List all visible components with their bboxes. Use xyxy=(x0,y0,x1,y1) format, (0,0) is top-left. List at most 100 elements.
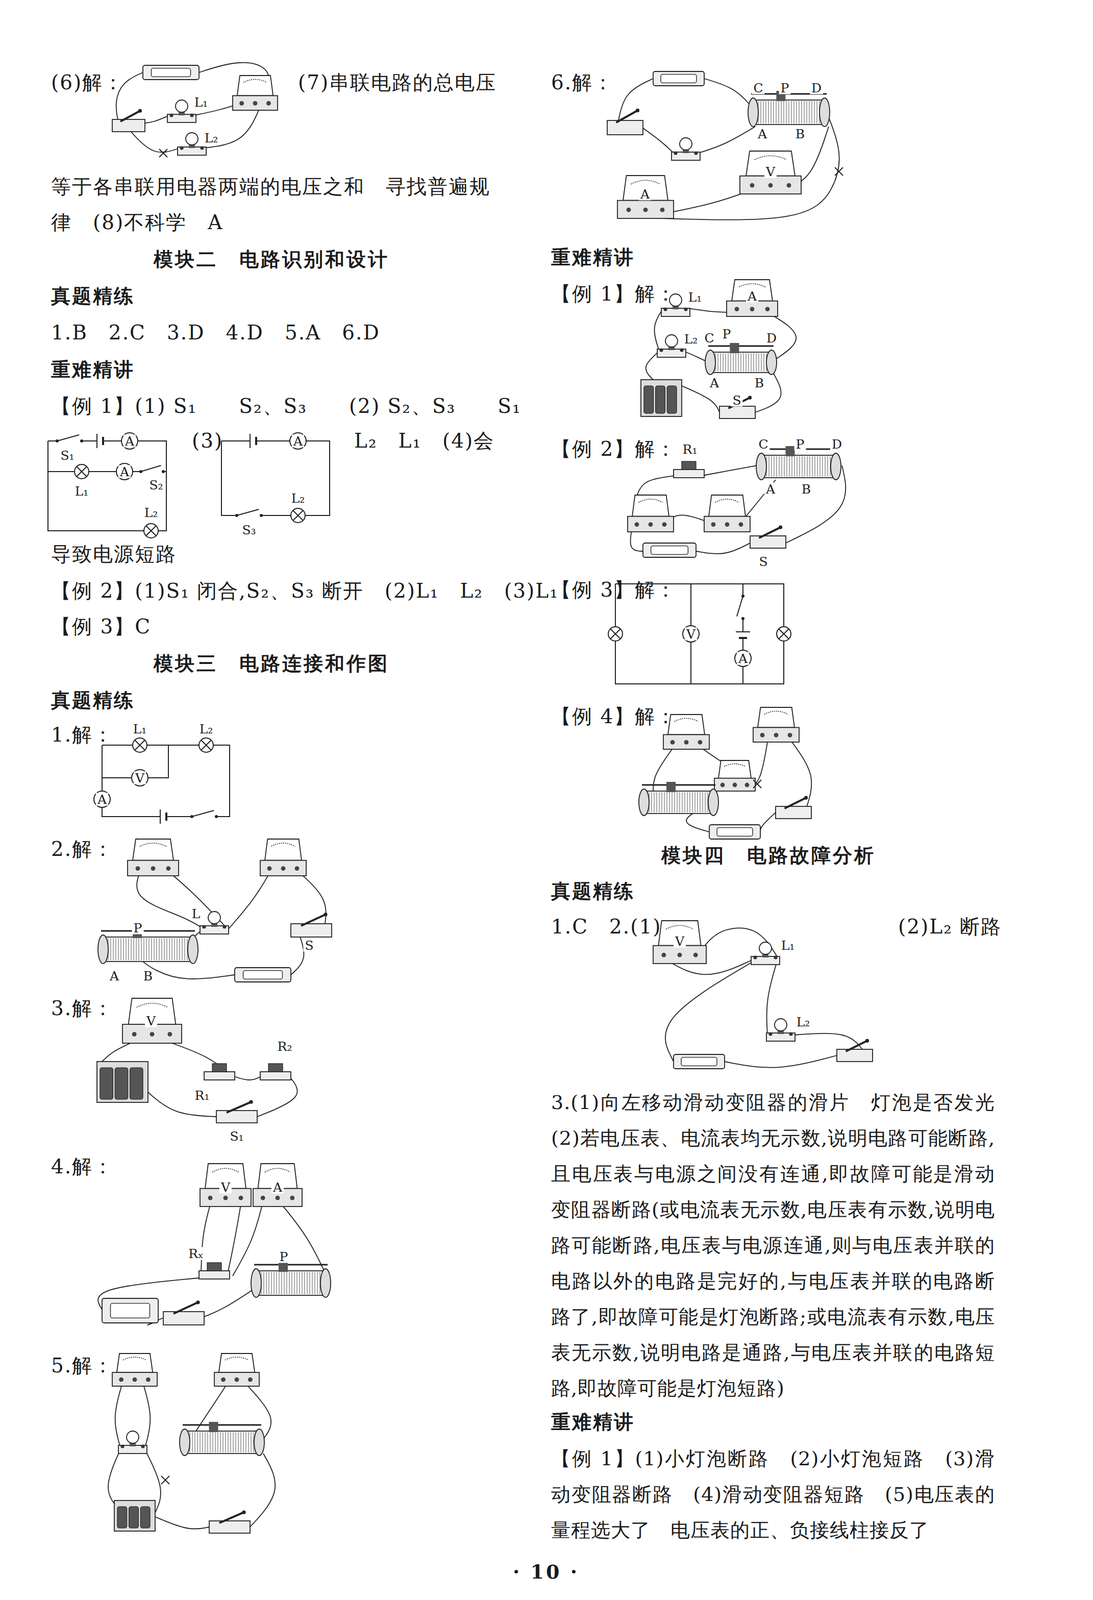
rheostat-symbol xyxy=(638,781,719,816)
meter-symbol xyxy=(232,75,278,111)
section-heading: 模块二 电路识别和设计 xyxy=(153,247,390,271)
wire xyxy=(232,1075,263,1080)
answer-text: 【例 1】(1) S₁ S₂、S₃ (2) S₂、S₃ S₁ xyxy=(51,394,522,418)
switch-symbol xyxy=(216,1100,258,1123)
resistor-symbol xyxy=(204,1063,235,1080)
component-label: V xyxy=(133,771,146,785)
component-label: L₂ xyxy=(289,491,307,505)
component-label: A xyxy=(95,792,109,806)
component-label: L₁ xyxy=(192,95,210,109)
answer-text: 1.B 2.C 3.D 4.D 5.A 6.D xyxy=(51,321,381,345)
meter-schematic xyxy=(116,463,133,480)
answer-text: (6)解： xyxy=(51,71,124,95)
meter-symbol xyxy=(753,707,800,742)
lamp-schematic xyxy=(608,626,623,641)
component-label: V xyxy=(144,1014,158,1028)
component-label: B xyxy=(141,969,155,983)
wire xyxy=(696,927,778,960)
switch-symbol xyxy=(290,912,332,937)
answer-text: 4.解： xyxy=(51,1155,114,1179)
component-label: S xyxy=(303,938,315,952)
component-label: L₂ xyxy=(203,131,220,145)
battery-symbol xyxy=(142,65,200,80)
lamp-symbol xyxy=(766,1018,796,1041)
wire xyxy=(683,351,707,362)
component-label: S₁ xyxy=(228,1129,245,1143)
subsection-heading: 重难精讲 xyxy=(551,1410,635,1433)
wire xyxy=(47,470,167,473)
lamp-symbol xyxy=(751,941,780,965)
component-label: A xyxy=(736,652,750,665)
meter-schematic xyxy=(734,650,752,667)
meter-symbol xyxy=(726,279,778,317)
component-label: L₁ xyxy=(779,938,797,952)
answer-text: 【例 1】解： xyxy=(551,282,677,306)
subsection-heading: 真题精练 xyxy=(51,284,135,308)
answer-text: 【例 3】C xyxy=(51,615,152,639)
wire xyxy=(228,869,272,929)
wire xyxy=(791,741,812,809)
lamp-schematic xyxy=(143,523,159,538)
wire xyxy=(698,126,756,154)
lamp-symbol xyxy=(200,911,229,934)
component-label: L₁ xyxy=(73,484,91,498)
component-label: S₁ xyxy=(58,449,76,462)
component-label: D xyxy=(764,331,779,345)
wire xyxy=(681,385,720,413)
switch-symbol xyxy=(775,796,812,819)
component-label: R₂ xyxy=(276,1039,294,1053)
answer-text: 6.解： xyxy=(551,71,614,95)
meter-symbol xyxy=(253,1163,303,1207)
meter-schematic xyxy=(121,432,138,450)
battery-box-symbol xyxy=(640,379,682,417)
meter-symbol xyxy=(714,760,756,791)
wire xyxy=(102,1040,135,1062)
cross-mark xyxy=(159,148,168,158)
wire xyxy=(663,112,840,220)
answer-text: 3.解： xyxy=(51,997,114,1021)
switch-schematic xyxy=(235,509,263,517)
subsection-heading: 真题精练 xyxy=(51,688,135,712)
component-label: L₂ xyxy=(795,1015,812,1029)
answer-text: (3) xyxy=(191,429,223,453)
switch-schematic xyxy=(190,810,218,818)
component-label: P xyxy=(721,327,733,341)
battery-symbol xyxy=(102,1298,159,1323)
battery-schematic xyxy=(250,433,257,449)
switch-symbol xyxy=(163,1300,205,1325)
component-label: A xyxy=(291,434,305,448)
component-label: A xyxy=(271,1180,284,1194)
answer-text: 1.解： xyxy=(51,723,114,747)
wire xyxy=(636,475,676,496)
switch-symbol xyxy=(112,109,145,132)
switch-schematic xyxy=(736,594,745,620)
meter-symbol xyxy=(627,494,674,532)
wire xyxy=(640,126,674,154)
wire xyxy=(227,1204,241,1274)
meter-symbol xyxy=(127,838,179,876)
wire xyxy=(665,961,754,1062)
meter-schematic xyxy=(289,432,307,450)
cross-mark xyxy=(161,1475,170,1484)
answer-text: 【例 3】解： xyxy=(551,578,677,602)
component-label: P xyxy=(278,1250,290,1263)
answer-text: 5.解： xyxy=(51,1354,114,1378)
component-label: V xyxy=(764,165,777,179)
section-heading: · 10 · xyxy=(512,1560,580,1583)
wire xyxy=(793,1033,863,1050)
component-label: Rₓ xyxy=(186,1247,205,1260)
battery-symbol xyxy=(234,967,291,982)
component-label: S xyxy=(757,555,769,568)
wire xyxy=(724,1055,837,1068)
component-label: D xyxy=(830,437,844,451)
component-label: D xyxy=(809,81,824,95)
component-label: S₃ xyxy=(240,523,258,537)
meter-symbol xyxy=(214,1353,260,1386)
rheostat-symbol xyxy=(97,927,198,964)
component-label: V xyxy=(219,1180,232,1194)
component-label: V xyxy=(684,627,698,641)
wire xyxy=(250,1453,276,1527)
resistor-symbol xyxy=(260,1063,291,1080)
rheostat-symbol xyxy=(179,1421,265,1456)
wire xyxy=(290,930,304,975)
